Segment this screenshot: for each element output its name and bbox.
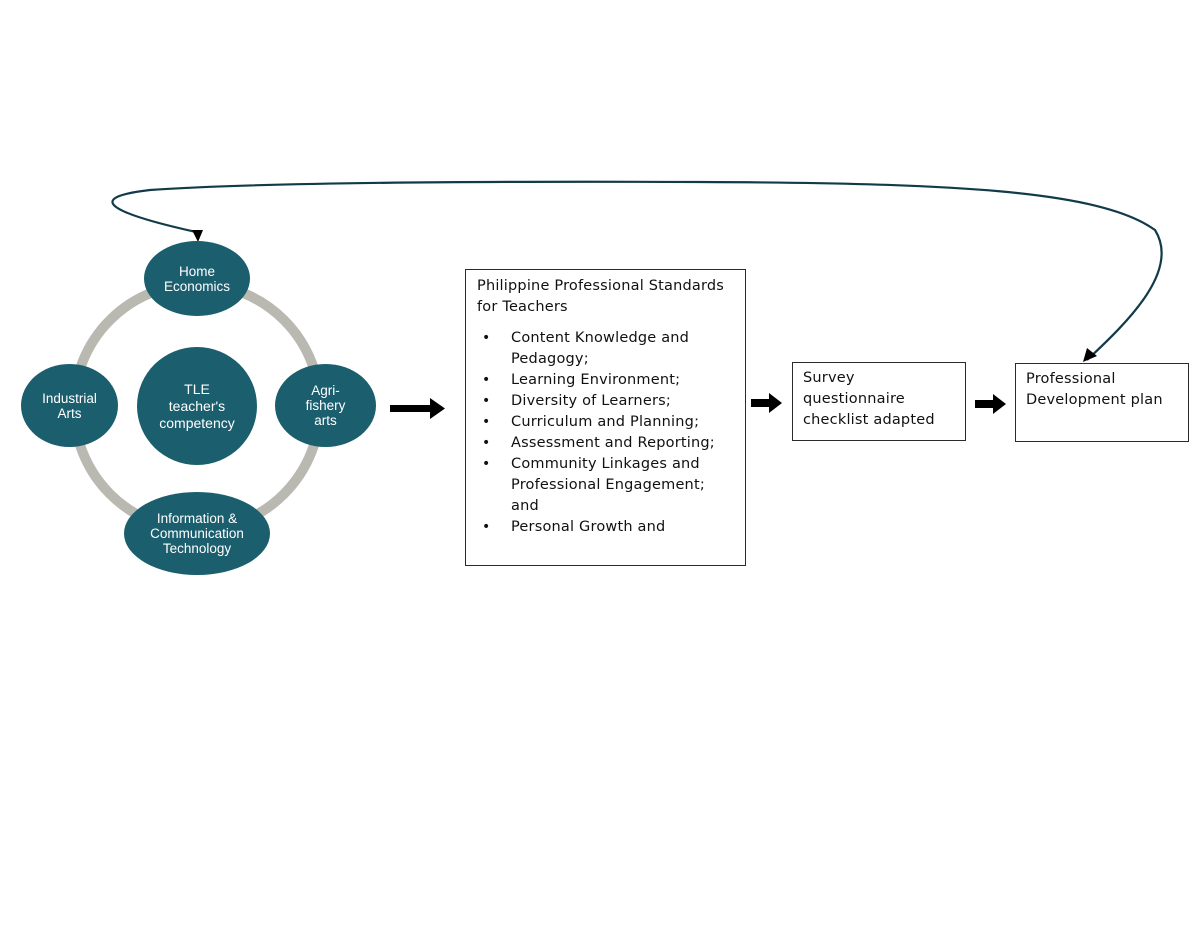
- standard-item: Personal Growth and: [477, 517, 735, 538]
- standards-title: Philippine Professional Standards for Te…: [477, 278, 725, 315]
- survey-label: Survey questionnaire checklist adapted: [803, 370, 935, 428]
- agri-fishery-node: Agri- fishery arts: [275, 364, 376, 447]
- flow-arrow-to-plan: [975, 394, 1006, 414]
- standard-item: Community Linkages and Professional Enga…: [477, 454, 735, 517]
- standard-item: Learning Environment;: [477, 370, 735, 391]
- standards-list: Content Knowledge and Pedagogy; Learning…: [477, 328, 735, 538]
- industrial-arts-node: Industrial Arts: [21, 364, 118, 447]
- standard-item: Curriculum and Planning;: [477, 412, 735, 433]
- home-economics-node: Home Economics: [144, 241, 250, 316]
- standard-item: Content Knowledge and Pedagogy;: [477, 328, 735, 370]
- flow-arrow-to-standards: [390, 398, 445, 419]
- tle-competency-node: TLE teacher's competency: [137, 347, 257, 465]
- standards-box: Philippine Professional Standards for Te…: [465, 269, 746, 566]
- feedback-arrowhead-plan: [1083, 348, 1097, 362]
- plan-box: Professional Development plan: [1015, 363, 1189, 442]
- standard-item: Diversity of Learners;: [477, 391, 735, 412]
- plan-label: Professional Development plan: [1026, 371, 1163, 408]
- survey-box: Survey questionnaire checklist adapted: [792, 362, 966, 441]
- feedback-loop-connector: [111, 180, 1163, 361]
- standard-item: Assessment and Reporting;: [477, 433, 735, 454]
- ict-node: Information & Communication Technology: [124, 492, 270, 575]
- feedback-arrowhead-home: [192, 230, 203, 242]
- flow-arrow-to-survey: [751, 393, 782, 413]
